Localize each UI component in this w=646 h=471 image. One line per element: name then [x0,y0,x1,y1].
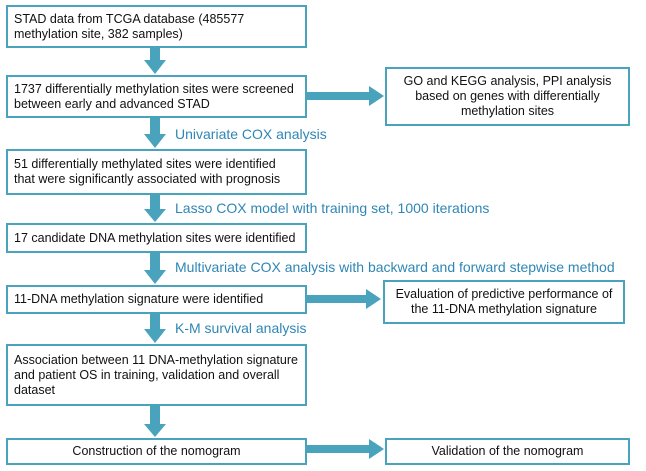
box-nomogram-validation-text: Validation of the nomogram [431,444,584,458]
box-stad-data-text: STAD data from TCGA database (485577 met… [14,11,245,41]
box-predictive-performance-text: Evaluation of predictive performance of … [395,287,613,316]
arrow-b2-b3 [307,86,384,106]
box-signature-identified: 11-DNA methylation signature were identi… [6,285,307,314]
box-nomogram-construction-text: Construction of the nomogram [72,444,241,458]
box-nomogram-validation: Validation of the nomogram [385,438,630,465]
box-go-kegg-ppi: GO and KEGG analysis, PPI analysis based… [385,67,630,126]
arrow-b6-b8 [144,313,166,343]
step-multivariate-cox: Multivariate COX analysis with backward … [175,259,615,275]
box-signature-identified-text: 11-DNA methylation signature were identi… [14,292,264,306]
arrow-b9-b10 [307,439,384,459]
arrow-b1-b2 [144,47,166,74]
arrow-b4-b5 [144,194,166,222]
box-candidate-sites: 17 candidate DNA methylation sites were … [6,223,307,253]
arrow-b6-b7 [307,289,381,309]
box-stad-data: STAD data from TCGA database (485577 met… [6,5,307,48]
box-association-os: Association between 11 DNA-methylation s… [6,344,307,406]
box-predictive-performance: Evaluation of predictive performance of … [383,280,625,324]
step-lasso-cox: Lasso COX model with training set, 1000 … [175,200,490,216]
box-nomogram-construction: Construction of the nomogram [6,438,307,465]
box-association-os-text: Association between 11 DNA-methylation s… [14,352,298,397]
box-differential-sites-text: 1737 differentially methylation sites we… [14,81,294,111]
box-go-kegg-ppi-text: GO and KEGG analysis, PPI analysis based… [403,74,612,118]
arrow-b2-b4 [144,117,166,148]
box-prognostic-sites: 51 differentially methylated sites were … [6,149,307,195]
box-prognostic-sites-text: 51 differentially methylated sites were … [14,157,281,186]
arrow-b5-b6 [144,252,166,284]
arrow-b8-b9 [144,405,166,437]
step-km-survival: K-M survival analysis [175,320,307,336]
step-univariate-cox: Univariate COX analysis [175,126,327,142]
box-differential-sites: 1737 differentially methylation sites we… [6,75,307,118]
box-candidate-sites-text: 17 candidate DNA methylation sites were … [14,230,296,245]
